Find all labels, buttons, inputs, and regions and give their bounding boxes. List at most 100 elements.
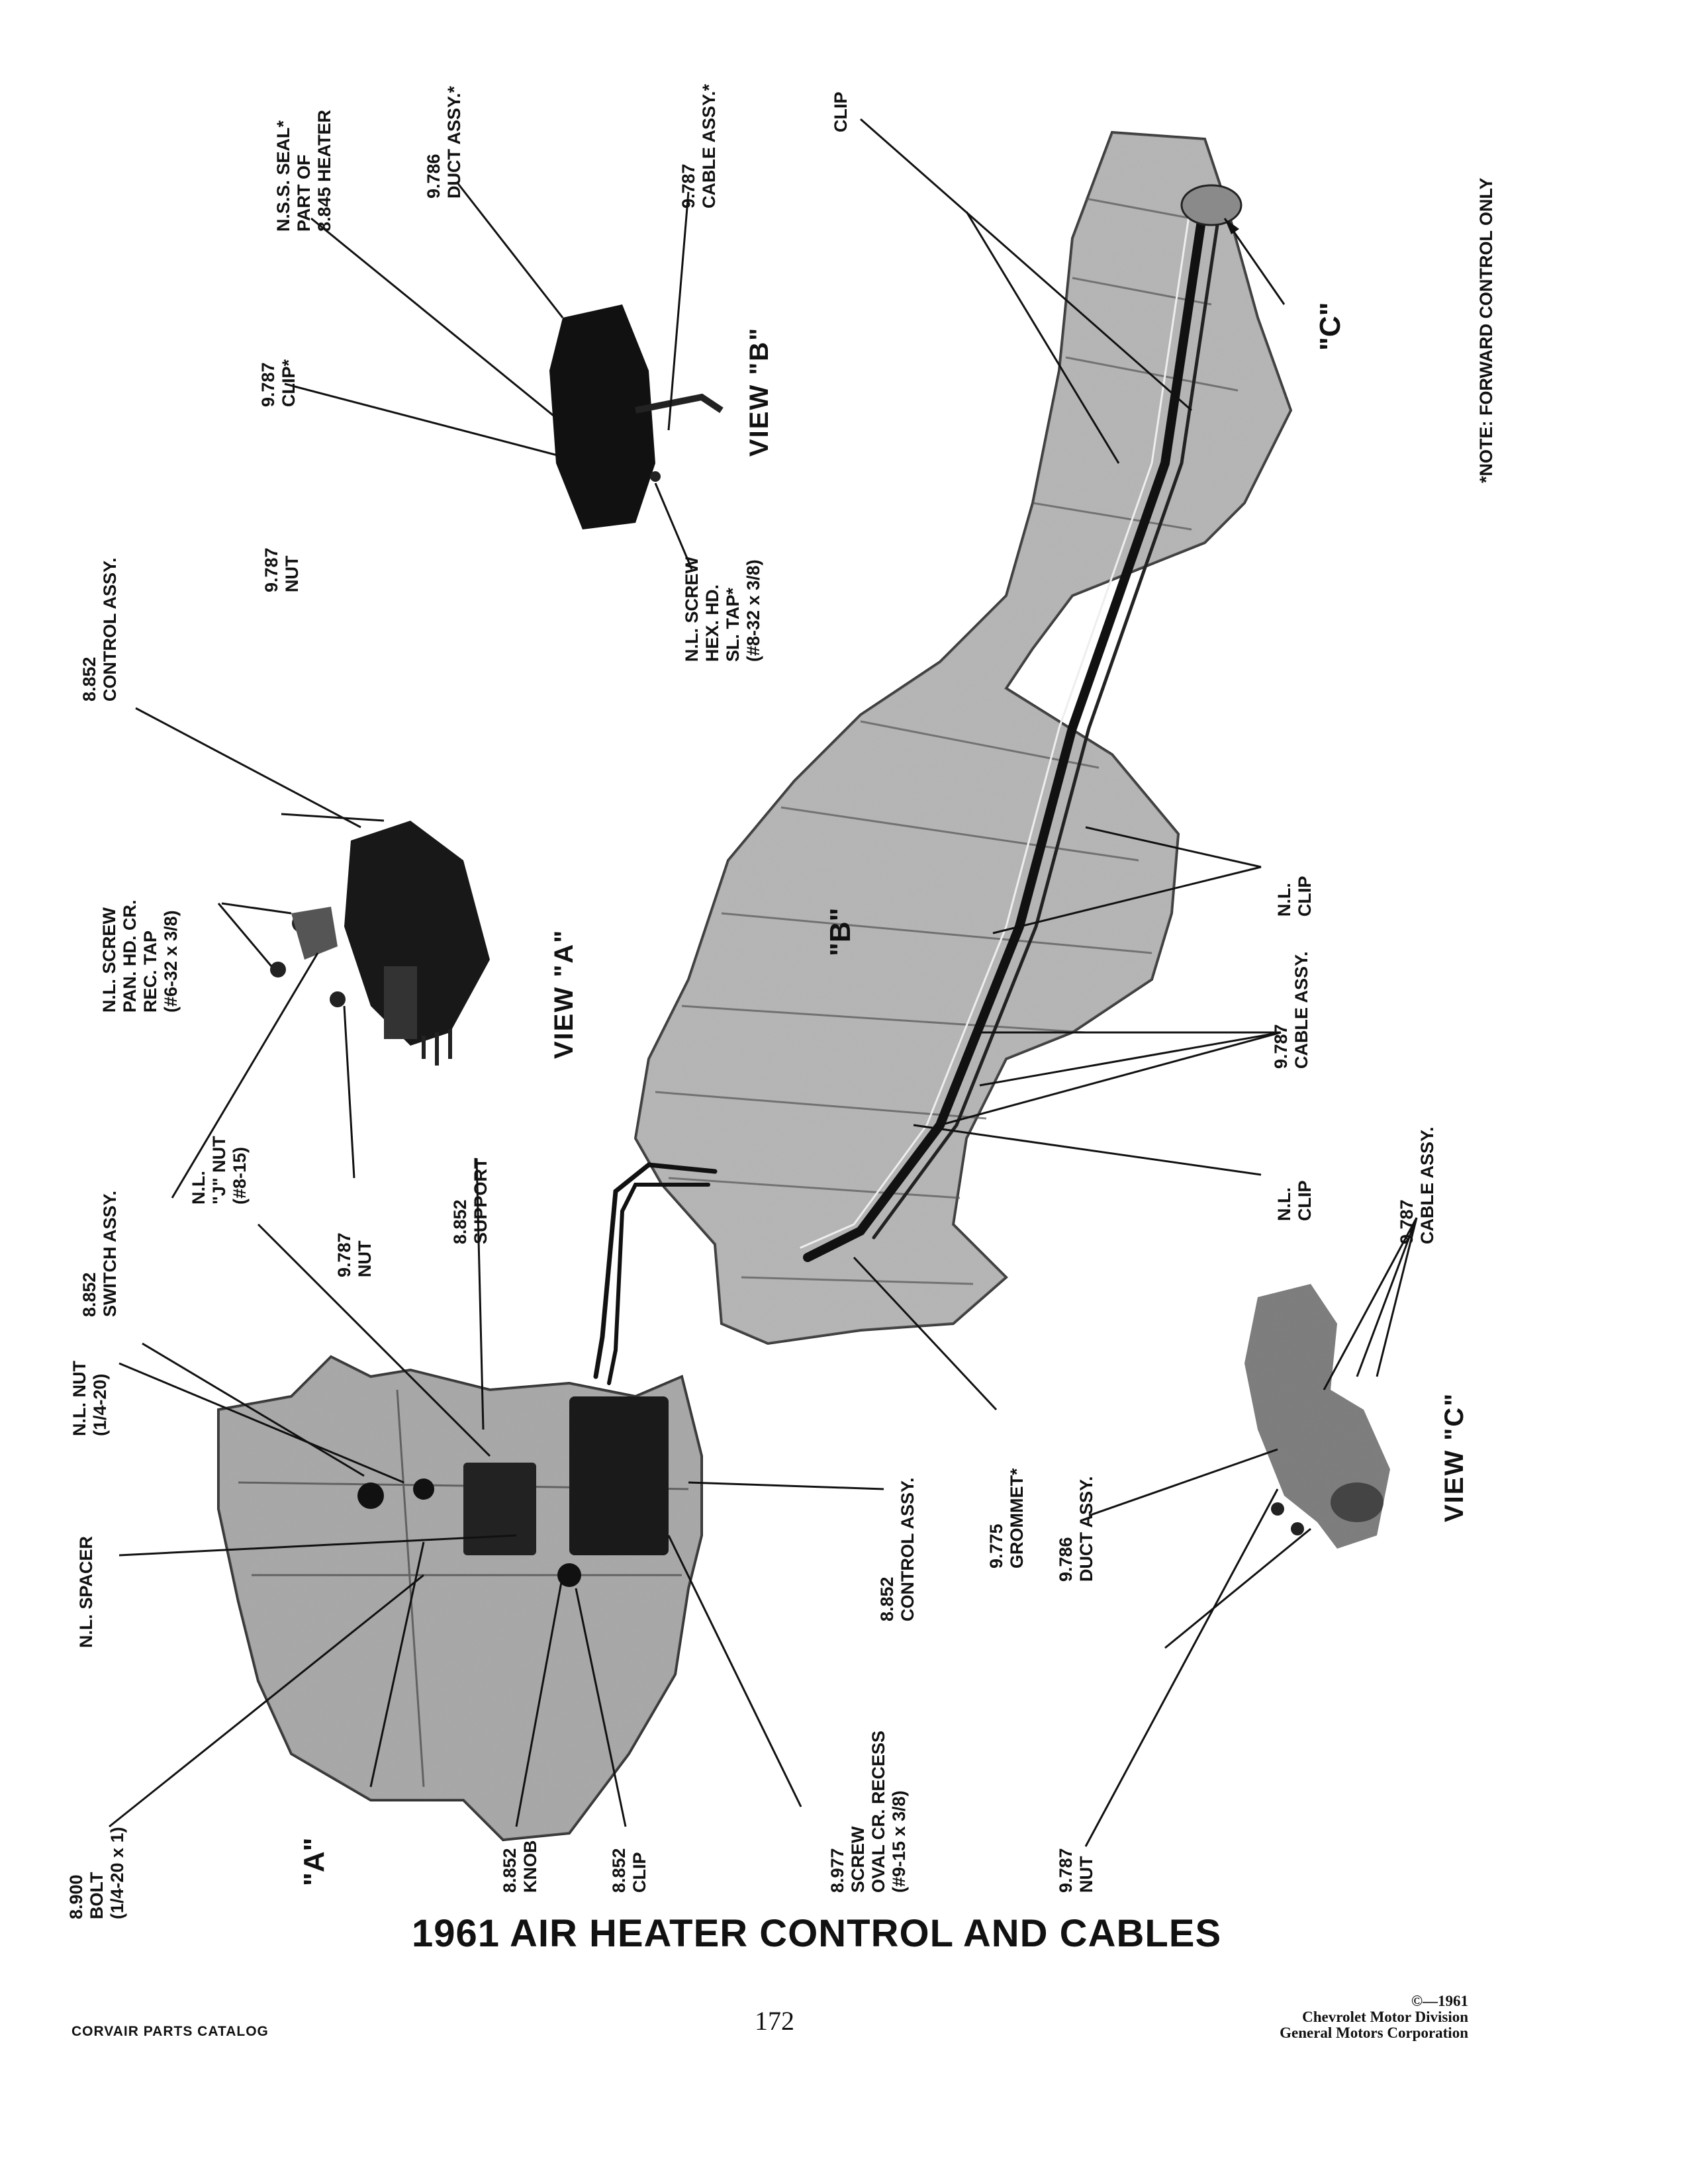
label-line: 8.977 (827, 1848, 847, 1893)
label-j-nut: N.L. "J" NUT (#8-15) (189, 1136, 250, 1205)
label-line: N.L. NUT (70, 1361, 89, 1436)
label-line: NUT (355, 1240, 375, 1278)
label-line: CLIP* (279, 359, 299, 407)
page-title: 1961 AIR HEATER CONTROL AND CABLES (412, 1912, 1222, 1955)
label-line: 9.787 (1056, 1848, 1076, 1893)
label-line: CLIP (1295, 876, 1315, 917)
label-control-assy-main: 8.852 CONTROL ASSY. (877, 1477, 918, 1621)
label-line: (1/4-20) (90, 1373, 110, 1436)
label-line: N.S.S. SEAL* (273, 120, 293, 232)
label-line: 8.852 (877, 1576, 897, 1621)
label-nl-spacer: N.L. SPACER (76, 1536, 97, 1648)
label-nut-a-top: 9.787 NUT (261, 547, 303, 592)
label-line: CLIP (831, 91, 851, 132)
callout-b: "B" (824, 907, 857, 957)
dash-panel-illustration (217, 1355, 703, 1842)
label-line: N.L. (1274, 1187, 1294, 1221)
label-switch-assy-a: 8.852 SWITCH ASSY. (79, 1191, 120, 1317)
label-line: "J" NUT (209, 1136, 229, 1205)
label-nl-clip-2: N.L. CLIP (1274, 1180, 1315, 1221)
label-knob: 8.852 KNOB (500, 1841, 541, 1893)
label-line: N.L. SCREW (682, 557, 702, 662)
label-line: 9.787 (258, 362, 278, 407)
label-line: 9.775 (986, 1524, 1006, 1569)
label-line: PART OF (294, 154, 314, 232)
label-screw-main: 8.977 SCREW OVAL CR. RECESS (#9-15 x 3/8… (827, 1731, 910, 1893)
catalog-name: CORVAIR PARTS CATALOG (71, 2024, 269, 2039)
label-line: CONTROL ASSY. (100, 557, 120, 702)
label-line: CLIP (1295, 1180, 1315, 1221)
callout-c: "C" (1314, 302, 1346, 351)
label-line: (#8-15) (230, 1146, 250, 1205)
arrow-heads (1225, 218, 1239, 234)
copyright-line: ©—1961 (1411, 1993, 1468, 2009)
label-line: 9.787 (1271, 1024, 1291, 1069)
label-line: CLIP (630, 1852, 649, 1893)
label-line: (#8-32 x 3/8) (743, 559, 763, 662)
floor-pan-illustration (593, 130, 1293, 1385)
label-line: DUCT ASSY.* (444, 85, 464, 199)
label-screw-b: N.L. SCREW HEX. HD. SL. TAP* (#8-32 x 3/… (682, 557, 764, 662)
label-control-assy-a: 8.852 CONTROL ASSY. (79, 557, 120, 702)
label-line: BOLT (87, 1872, 107, 1919)
label-duct-assy-b: 9.786 DUCT ASSY.* (424, 86, 465, 199)
view-a-illustration (270, 821, 490, 1066)
label-line: SWITCH ASSY. (100, 1190, 120, 1317)
label-line: OVAL CR. RECESS (868, 1730, 888, 1893)
label-line: (#6-32 x 3/8) (161, 910, 181, 1013)
label-line: KNOB (520, 1840, 540, 1893)
label-line: 8.852 (609, 1848, 629, 1893)
label-nss-seal: N.S.S. SEAL* PART OF 8.845 HEATER (273, 110, 335, 232)
label-line: N.L. (189, 1171, 209, 1205)
label-grommet: 9.775 GROMMET* (986, 1469, 1027, 1569)
label-line: (#9-15 x 3/8) (889, 1790, 909, 1893)
label-clip-main: 8.852 CLIP (609, 1848, 650, 1893)
label-line: 9.787 (261, 547, 281, 592)
label-line: REC. TAP (140, 930, 160, 1013)
label-cable-assy-c: 9.787 CABLE ASSY. (1397, 1126, 1438, 1244)
note-forward-control: *NOTE: FORWARD CONTROL ONLY (1476, 177, 1496, 483)
label-nut-c: 9.787 NUT (1056, 1848, 1097, 1893)
label-nl-nut: N.L. NUT (1/4-20) (70, 1361, 111, 1436)
label-line: 9.787 (1397, 1199, 1417, 1244)
label-line: NUT (282, 555, 302, 593)
view-b-title: VIEW "B" (745, 326, 774, 457)
view-c-title: VIEW "C" (1440, 1392, 1469, 1522)
label-line: 9.787 (679, 163, 698, 208)
view-a-title: VIEW "A" (549, 929, 579, 1059)
label-line: HEX. HD. (702, 584, 722, 662)
label-line: 8.852 (79, 657, 99, 702)
callout-a: "A" (298, 1837, 330, 1887)
label-line: SL. TAP* (723, 587, 743, 662)
label-line: 8.852 (450, 1199, 470, 1244)
corporation-line: General Motors Corporation (1280, 2025, 1468, 2041)
label-cable-assy-mid: 9.787 CABLE ASSY. (1271, 951, 1312, 1069)
leader-lines (109, 118, 1418, 1847)
label-clip-top: CLIP (831, 91, 851, 132)
label-line: PAN. HD. CR. (120, 899, 140, 1013)
publisher-block: ©—1961 Chevrolet Motor Division General … (1280, 1993, 1468, 2041)
label-line: GROMMET* (1007, 1468, 1027, 1569)
label-line: N.L. SPACER (76, 1535, 96, 1648)
label-line: 8.852 (500, 1848, 520, 1893)
label-duct-assy-c: 9.786 DUCT ASSY. (1056, 1476, 1097, 1582)
label-line: N.L. SCREW (99, 907, 119, 1013)
label-line: NUT (1076, 1856, 1096, 1893)
label-line: CABLE ASSY. (1417, 1126, 1437, 1244)
label-line: (1/4-20 x 1) (107, 1827, 127, 1919)
division-line: Chevrolet Motor Division (1302, 2009, 1468, 2025)
label-line: SUPPORT (471, 1158, 491, 1244)
view-b-illustration (549, 304, 724, 529)
page-number: 172 (755, 2006, 794, 2036)
label-line: 8.900 (66, 1874, 86, 1919)
label-cable-assy-b: 9.787 CABLE ASSY.* (679, 84, 720, 208)
label-line: N.L. (1274, 883, 1294, 917)
label-nut-a-bottom: 9.787 NUT (334, 1232, 375, 1277)
label-line: DUCT ASSY. (1076, 1476, 1096, 1582)
label-clip-b: 9.787 CLIP* (258, 359, 299, 407)
label-support: 8.852 SUPPORT (450, 1158, 491, 1244)
label-line: CABLE ASSY.* (699, 83, 719, 208)
view-c-illustration (1244, 1284, 1390, 1549)
label-nl-clip-1: N.L. CLIP (1274, 876, 1315, 917)
